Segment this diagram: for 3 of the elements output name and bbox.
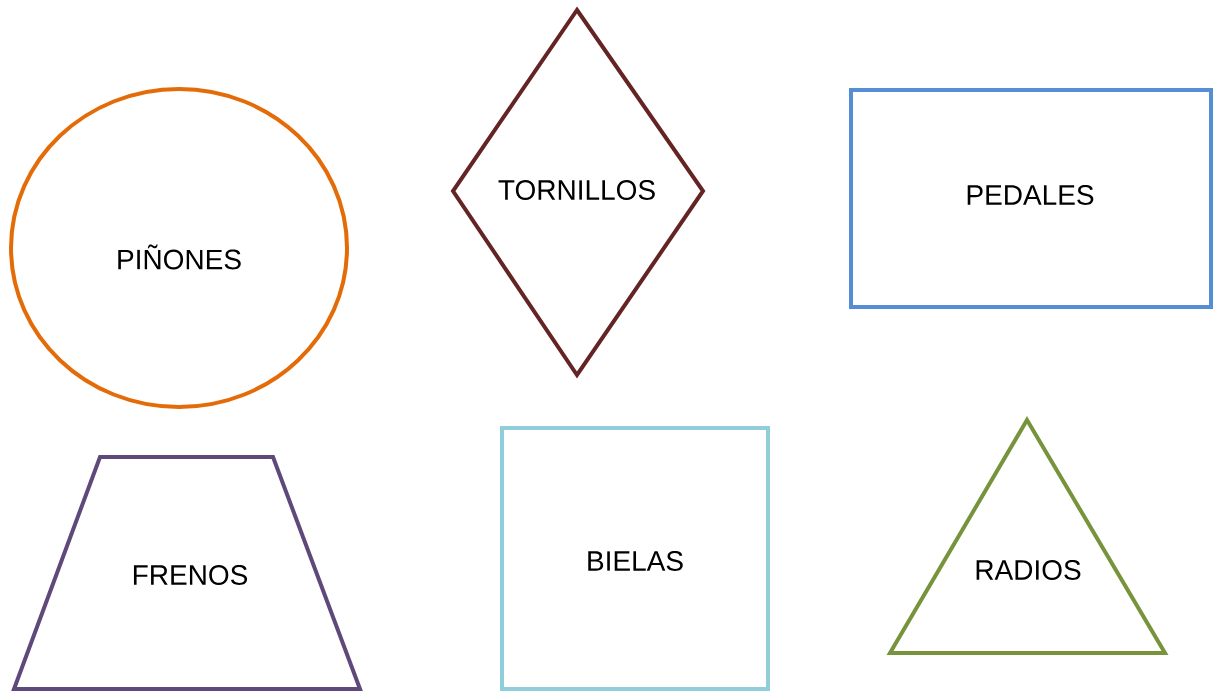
rectangle-node: PEDALES [849, 88, 1213, 309]
circle-node: PIÑONES [9, 87, 349, 409]
square-node: BIELAS [500, 426, 770, 691]
